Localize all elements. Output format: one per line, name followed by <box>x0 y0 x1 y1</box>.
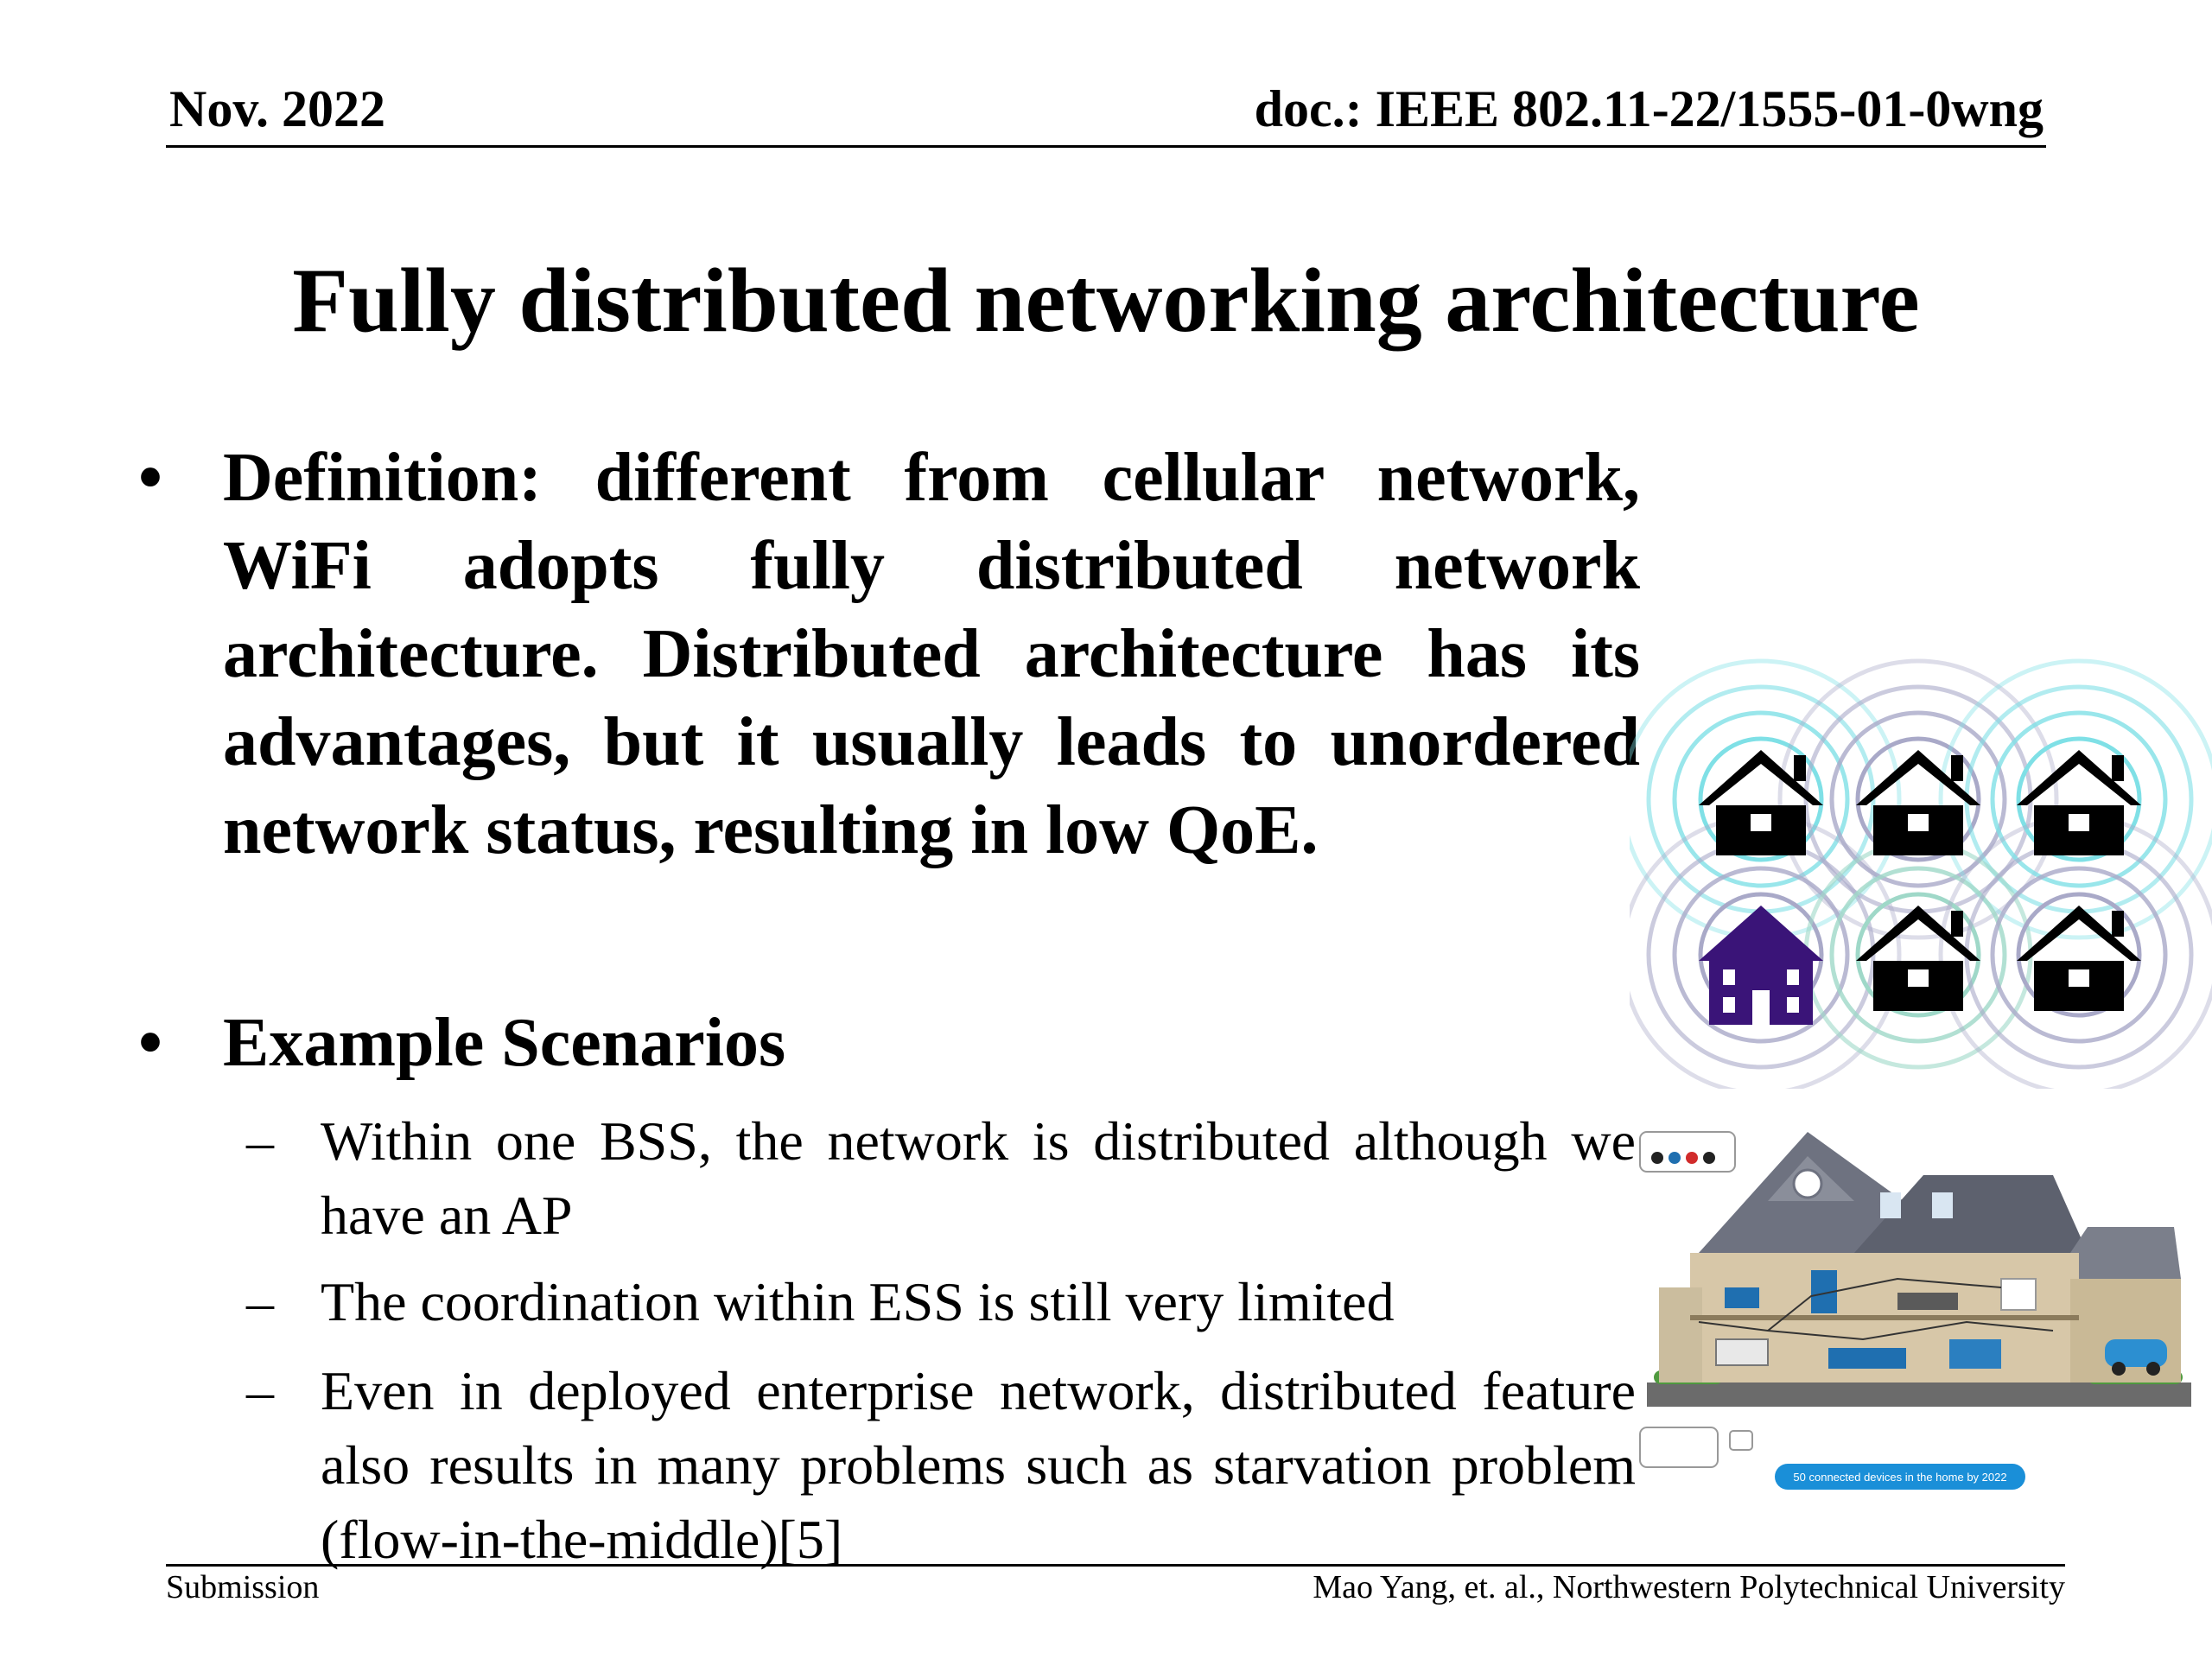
subitem-bss: – Within one BSS, the network is distrib… <box>246 1104 1636 1253</box>
subitem-marker: – <box>246 1360 274 1421</box>
wifi-houses-illustration <box>1630 657 2212 1089</box>
subitem-text: Even in deployed enterprise network, dis… <box>321 1360 1636 1570</box>
connected-devices-badge <box>1775 1464 2025 1490</box>
bullet-text: Definition: different from cellular netw… <box>223 440 1640 868</box>
footer-divider <box>166 1564 2065 1567</box>
bullet-example-scenarios: • Example Scenarios <box>138 999 1640 1087</box>
header-doc-id: doc.: IEEE 802.11-22/1555-01-0wng <box>1254 80 2044 137</box>
subitem-ess: – The coordination within ESS is still v… <box>246 1265 1636 1339</box>
house-icon <box>2017 750 2141 855</box>
house-icon <box>1856 906 1980 1011</box>
bullet-marker: • <box>138 440 163 516</box>
house-icon <box>2017 906 2141 1011</box>
bullet-definition: • Definition: different from cellular ne… <box>138 434 1640 874</box>
badge-label: 50 connected devices in the home by 2022 <box>1793 1471 2006 1484</box>
building-icon <box>1699 906 1823 1025</box>
subitem-text: Within one BSS, the network is distribut… <box>321 1110 1636 1246</box>
subitem-text: The coordination within ESS is still ver… <box>321 1271 1395 1332</box>
house-icon <box>1699 750 1823 855</box>
house-icon <box>1856 750 1980 855</box>
bullet-text: Example Scenarios <box>223 1005 786 1081</box>
footer-author: Mao Yang, et. al., Northwestern Polytech… <box>1313 1569 2065 1605</box>
smart-home-illustration: 50 connected devices in the home by 2022 <box>1639 1131 2191 1490</box>
bullet-marker: • <box>138 1005 163 1081</box>
subitem-enterprise: – Even in deployed enterprise network, d… <box>246 1354 1636 1577</box>
header-date: Nov. 2022 <box>169 80 386 137</box>
slide-title: Fully distributed networking architectur… <box>292 250 1920 351</box>
footer-submission: Submission <box>166 1569 320 1605</box>
subitem-marker: – <box>246 1110 274 1172</box>
subitem-marker: – <box>246 1271 274 1332</box>
header-divider <box>166 145 2046 148</box>
